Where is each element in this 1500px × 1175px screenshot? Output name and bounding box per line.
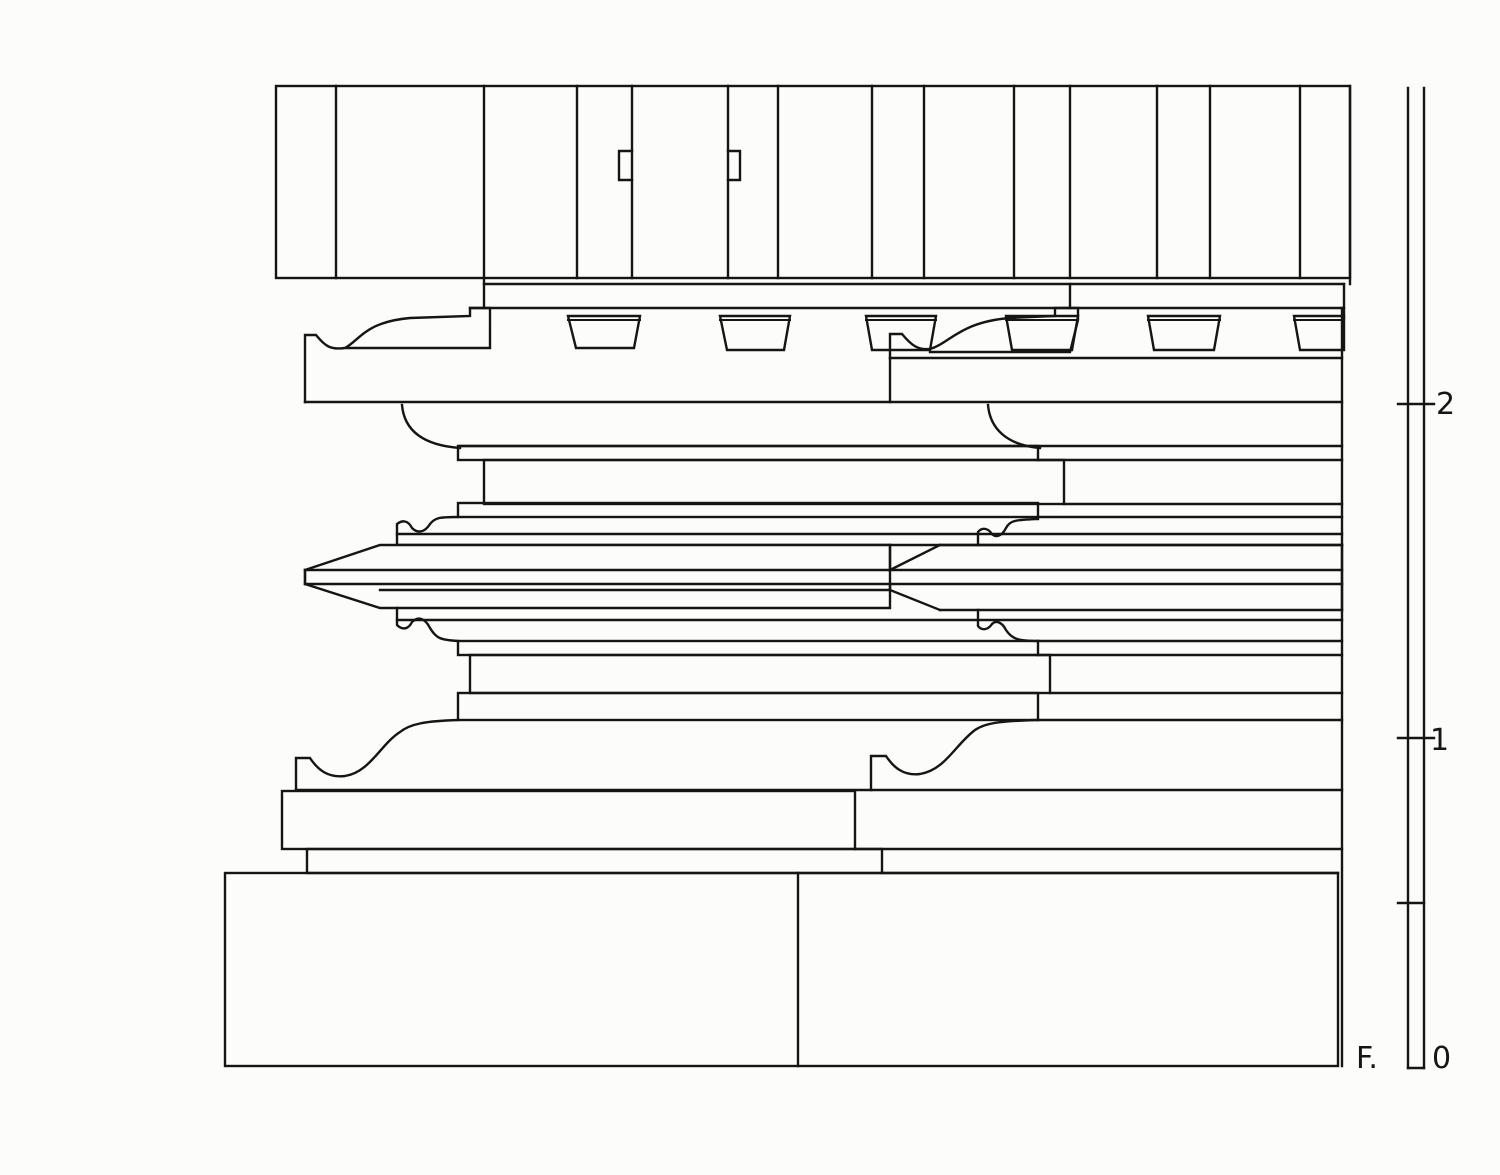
narrow-band <box>305 847 1340 875</box>
ovolo-course <box>400 403 1344 450</box>
dentil <box>566 314 642 350</box>
scale-bar: 2 1 0 <box>1396 86 1455 1076</box>
plinth-course <box>280 789 1344 851</box>
dentil-band <box>468 276 1346 352</box>
scale-label-1: 1 <box>1430 723 1449 758</box>
clamp-cutting <box>726 149 742 182</box>
corona-left <box>303 306 1344 404</box>
scale-label-0: 0 <box>1432 1041 1451 1076</box>
fascia-upper <box>482 458 1344 506</box>
dentil <box>1004 314 1080 352</box>
foundation-course <box>223 871 1340 1068</box>
scale-label-2: 2 <box>1436 387 1455 422</box>
fillet-small-upper <box>456 501 1344 519</box>
dentil <box>718 314 792 352</box>
clamp-cutting <box>617 149 634 182</box>
fillet-small-lower <box>456 639 1344 657</box>
figure-label: F. <box>1356 1041 1378 1076</box>
corona-right <box>888 306 1344 360</box>
pointed-ridge <box>303 543 1344 612</box>
upper-block-course <box>274 84 1352 280</box>
cyma-reversa-base <box>294 718 1344 792</box>
fillet-band-upper <box>456 444 1344 462</box>
dentil <box>1292 314 1346 352</box>
cyma-lower <box>395 606 1344 643</box>
dentil <box>1146 314 1222 352</box>
fascia-lower <box>468 653 1344 695</box>
fillet-band-lower <box>456 691 1344 722</box>
cyma-upper <box>395 515 1344 547</box>
